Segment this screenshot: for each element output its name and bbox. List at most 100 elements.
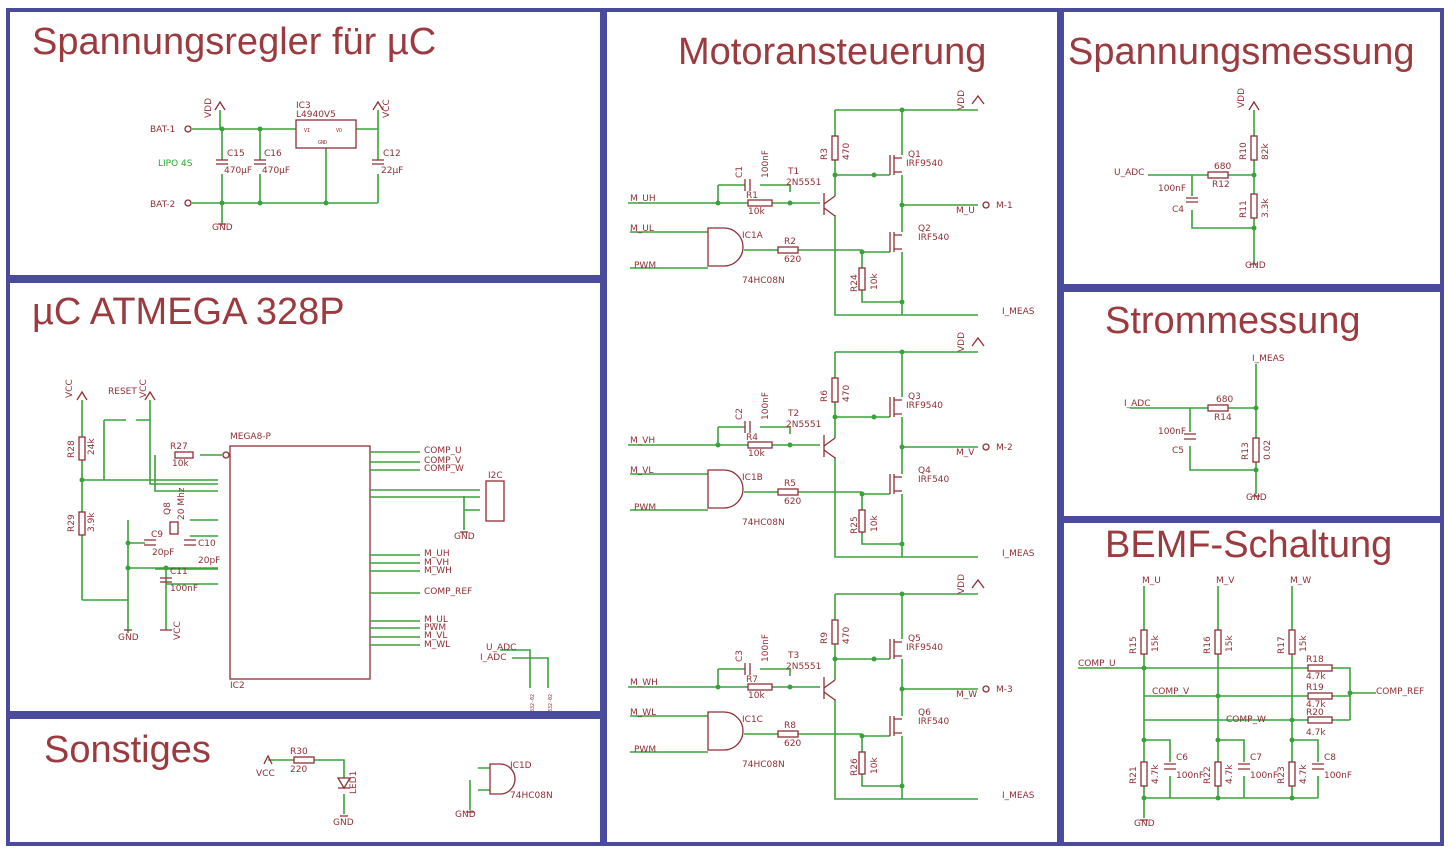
reg-gnd: GND	[212, 223, 233, 233]
bemf-r17v: 15k	[1299, 635, 1309, 652]
mcu-c9: C9	[151, 530, 163, 540]
motor-transistor-name: T3	[787, 651, 799, 661]
motor-rp-value: 10k	[870, 757, 880, 774]
motor-rc-value: 470	[842, 143, 852, 160]
current-circuit: I_MEAS I_ADC 680 R14 100nF C5 R13 0.02 G…	[1124, 354, 1285, 503]
title-current: Strommessung	[1105, 300, 1361, 342]
bemf-c6v: 100nF	[1176, 771, 1204, 781]
bemf-r23v: 4.7k	[1299, 764, 1309, 784]
motor-rb-name: R4	[746, 433, 758, 443]
bemf-comp-u: COMP_U	[1078, 659, 1116, 669]
reg-c16v: 470µF	[262, 166, 290, 176]
motor-ql-name: Q6	[918, 708, 931, 718]
mcu-net-label: COMP_V	[424, 456, 462, 466]
mcu-vcc3: VCC	[173, 621, 183, 640]
misc-r30: R30	[290, 747, 308, 757]
motor-rc-value: 470	[842, 385, 852, 402]
reg-gnd-pin: GND	[318, 140, 327, 146]
motor-gate-name: IC1C	[742, 715, 763, 725]
mcu-net-label: M_VH	[424, 558, 449, 568]
motor-input-pwm: PWM	[634, 745, 656, 755]
mcu-r28v: 24k	[87, 438, 97, 455]
motor-output-net: M_W	[956, 690, 977, 700]
bemf-c7: C7	[1250, 753, 1262, 763]
mcu-r28: R28	[67, 440, 77, 458]
misc-circuit: R30 220 VCC LED1 GND GND IC1D 74HC08N	[256, 747, 553, 828]
misc-r30v: 220	[290, 765, 307, 775]
bemf-r23: R23	[1277, 766, 1287, 784]
mcu-gnd2: GND	[454, 532, 475, 542]
motor-rg-value: 620	[784, 497, 801, 507]
voltage-circuit: VDD R10 82k R11 3.3k 680 R12 100nF C4 U_…	[1114, 88, 1271, 271]
motor-transistor-part: 2N5551	[786, 420, 821, 430]
motor-cap-name: C3	[735, 650, 745, 662]
reg-c15: C15	[227, 149, 245, 159]
volt-r10v: 82k	[1261, 143, 1271, 160]
motor-vdd: VDD	[957, 574, 967, 594]
cur-r14v: 680	[1216, 395, 1233, 405]
motor-ql-name: Q4	[918, 466, 931, 476]
bemf-r22: R22	[1203, 766, 1213, 784]
motor-rg-name: R8	[784, 721, 796, 731]
mcu-ic2: IC2	[230, 681, 245, 691]
mcu-r27: R27	[170, 442, 188, 452]
motor-i-meas: I_MEAS	[1002, 791, 1035, 801]
motor-rg-value: 620	[784, 739, 801, 749]
motor-transistor-name: T1	[787, 167, 799, 177]
mcu-net-label: M_WL	[424, 640, 450, 650]
section-frames	[6, 8, 1444, 846]
misc-gnd1: GND	[333, 818, 354, 828]
bemf-comp-v: COMP_V	[1152, 687, 1190, 697]
bemf-r20v: 4.7k	[1306, 728, 1326, 738]
bemf-c7v: 100nF	[1250, 771, 1278, 781]
bemf-gnd: GND	[1134, 819, 1155, 829]
motor-gate-part: 74HC08N	[742, 276, 785, 286]
reg-bat1: BAT-1	[150, 125, 175, 135]
bemf-r16: R16	[1203, 636, 1213, 654]
reg-c15v: 470µF	[224, 166, 252, 176]
motor-rg-name: R2	[784, 237, 796, 247]
volt-r10: R10	[1239, 142, 1249, 160]
motor-rb-name: R1	[746, 191, 758, 201]
misc-led: LED1	[349, 771, 359, 794]
motor-rc-value: 470	[842, 627, 852, 644]
reg-c12: C12	[383, 149, 401, 159]
motor-ql-name: Q2	[918, 224, 931, 234]
bemf-c8v: 100nF	[1324, 771, 1352, 781]
motor-rg-name: R5	[784, 479, 796, 489]
title-misc: Sonstiges	[44, 729, 211, 771]
bemf-r16v: 15k	[1225, 635, 1235, 652]
bemf-m-w: M_W	[1290, 576, 1311, 586]
mcu-r27v: 10k	[172, 459, 189, 469]
reg-vo: VO	[336, 128, 342, 134]
cur-c5v: 100nF	[1158, 427, 1186, 437]
reg-vcc: VCC	[382, 99, 392, 118]
mcu-c11: C11	[170, 567, 188, 577]
bemf-c8: C8	[1324, 753, 1336, 763]
volt-r11: R11	[1239, 200, 1249, 218]
motor-gate-part: 74HC08N	[742, 760, 785, 770]
cur-r14: R14	[1214, 413, 1232, 423]
bemf-circuit: M_U M_V M_W R15 15k R16 15k R17 15k R18 …	[1078, 576, 1424, 829]
motor-qh-name: Q5	[908, 634, 921, 644]
motor-input-high: M_UH	[630, 194, 656, 204]
reg-vi: VI	[304, 128, 310, 134]
motor-input-pwm: PWM	[634, 503, 656, 513]
motor-qh-name: Q1	[908, 150, 921, 160]
mcu-conn1: 332-02	[530, 694, 536, 712]
volt-u-adc: U_ADC	[1114, 168, 1144, 178]
reg-ic3-part: L4940V5	[296, 110, 336, 120]
mcu-c11v: 100nF	[170, 584, 198, 594]
motor-input-high: M_WH	[630, 678, 658, 688]
motor-rb-value: 10k	[748, 207, 765, 217]
mcu-mega: MEGA8-P	[230, 432, 272, 442]
bemf-comp-w: COMP_W	[1226, 715, 1266, 725]
cur-c5: C5	[1172, 446, 1184, 456]
motor-rp-value: 10k	[870, 273, 880, 290]
reg-bat2: BAT-2	[150, 200, 175, 210]
mcu-net-label: M_UL	[424, 615, 448, 625]
motor-qh-name: Q3	[908, 392, 921, 402]
motor-vdd: VDD	[957, 90, 967, 110]
cur-i-adc: I_ADC	[1124, 399, 1151, 409]
